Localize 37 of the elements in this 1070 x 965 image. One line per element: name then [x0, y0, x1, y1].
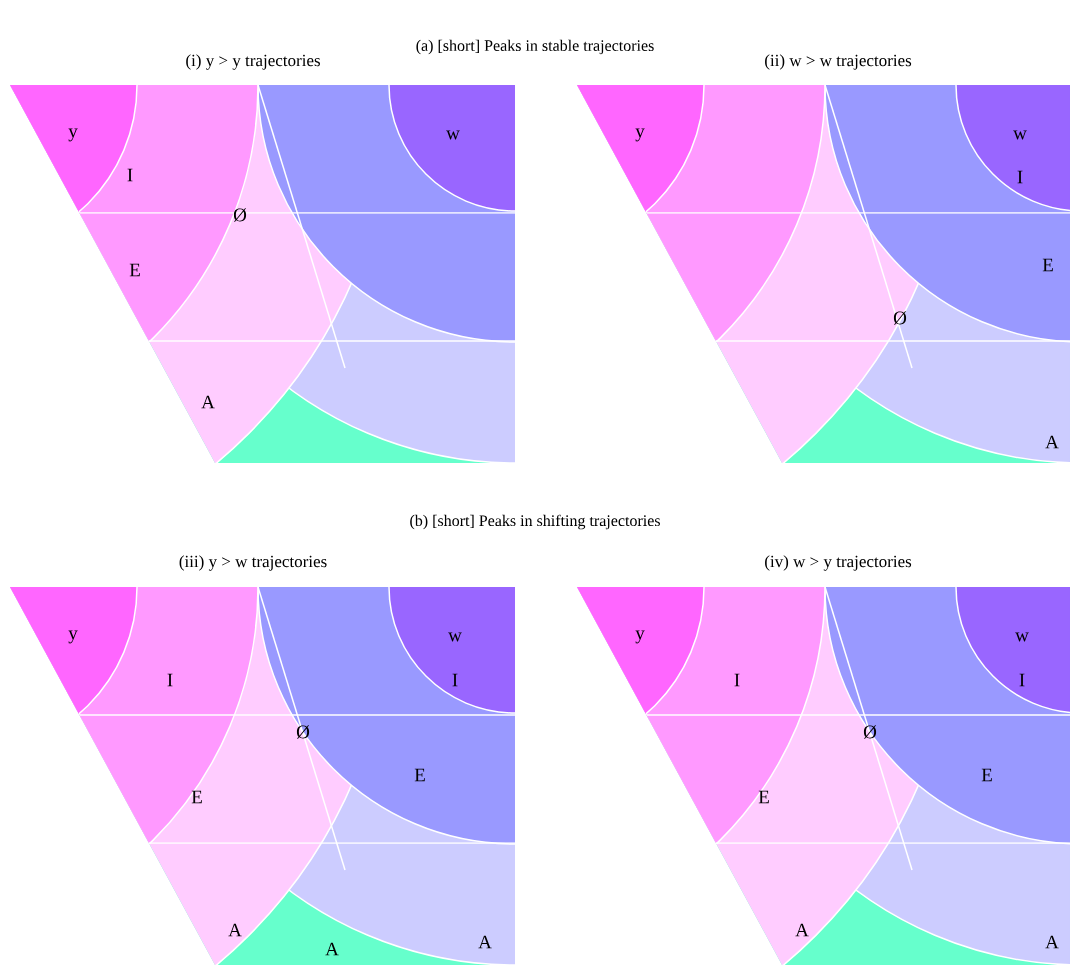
heading: (b) [short] Peaks in shifting trajectories [410, 514, 660, 530]
heading: (a) [short] Peaks in stable trajectories [416, 39, 654, 55]
region-label: w [1013, 130, 1027, 140]
region-label: A [201, 395, 215, 409]
region-label: w [448, 632, 462, 642]
region-label: E [758, 790, 769, 804]
region-label: Ø [296, 725, 310, 739]
panel-title: (iv) w > y trajectories [765, 555, 912, 571]
region-label: y [68, 128, 78, 142]
region-label: A [228, 923, 242, 937]
region-label: I [1017, 170, 1023, 184]
region-label: E [981, 768, 992, 782]
panel-title: (i) y > y trajectories [186, 54, 320, 70]
region-label: I [1019, 673, 1025, 687]
region-label: I [127, 168, 133, 182]
region-label: A [325, 942, 339, 956]
region-label: E [414, 768, 425, 782]
region-label: y [635, 128, 645, 142]
region-label: E [129, 263, 140, 277]
region-label: y [635, 630, 645, 644]
region-label: E [1042, 258, 1053, 272]
region-label: Ø [863, 725, 877, 739]
region-label: w [1015, 632, 1029, 642]
region-label: y [68, 630, 78, 644]
region-label: I [167, 673, 173, 687]
panel-title: (ii) w > w trajectories [765, 54, 912, 70]
region-label: A [795, 923, 809, 937]
region-label: Ø [233, 208, 247, 222]
region-label: Ø [893, 311, 907, 325]
panel-title: (iii) y > w trajectories [179, 555, 327, 571]
region-label: w [446, 130, 460, 140]
region-label: I [452, 673, 458, 687]
region-label: I [734, 673, 740, 687]
region-label: A [1045, 935, 1059, 949]
region-label: A [1045, 435, 1059, 449]
region-label: E [191, 790, 202, 804]
region-label: A [478, 935, 492, 949]
